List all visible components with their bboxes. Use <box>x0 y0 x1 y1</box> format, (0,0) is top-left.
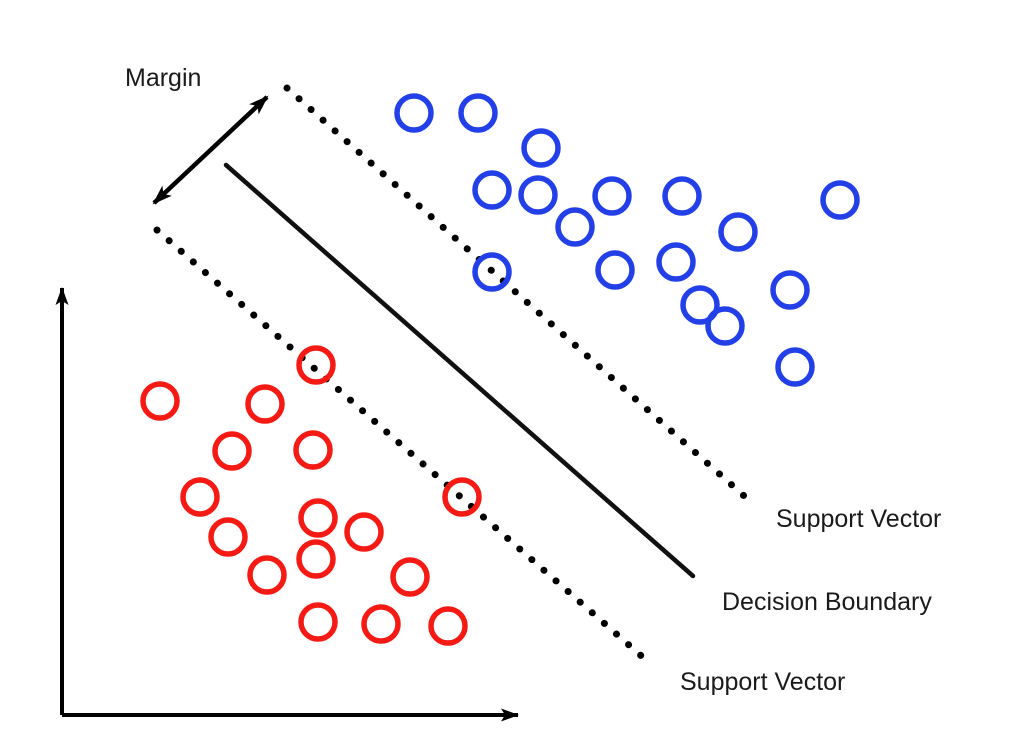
support-vector-point-class-blue <box>472 252 512 292</box>
data-point-class-red <box>293 430 333 470</box>
data-point-class-blue <box>775 347 815 387</box>
data-point-class-red <box>296 539 336 579</box>
data-point-class-blue <box>592 176 632 216</box>
data-point-class-blue <box>458 93 498 133</box>
data-point-class-blue <box>770 270 810 310</box>
data-point-class-blue <box>718 212 758 252</box>
support-vector-line-upper <box>283 84 756 507</box>
series-class-blue <box>394 93 860 387</box>
data-point-class-blue <box>820 180 860 220</box>
data-point-class-red <box>180 477 220 517</box>
support-vector-lines-group <box>153 84 756 664</box>
data-point-class-red <box>298 498 338 538</box>
data-point-class-blue <box>518 175 558 215</box>
support-vector-label-top: Support Vector <box>776 505 941 533</box>
margin-label: Margin <box>125 64 201 92</box>
support-vector-line-lower <box>153 226 650 664</box>
data-point-class-blue <box>705 306 745 346</box>
series-class-red <box>140 345 482 646</box>
data-points-layer <box>140 93 860 646</box>
support-vector-point-class-red <box>442 477 482 517</box>
data-point-class-red <box>298 602 338 642</box>
data-point-class-blue <box>394 93 434 133</box>
data-point-class-red <box>428 606 468 646</box>
axes-group <box>55 287 519 722</box>
data-point-class-red <box>361 604 401 644</box>
data-point-class-blue <box>662 176 702 216</box>
data-point-class-red <box>245 384 285 424</box>
support-vector-label-bottom: Support Vector <box>680 668 845 696</box>
data-point-class-blue <box>656 242 696 282</box>
decision-boundary-label: Decision Boundary <box>722 588 932 616</box>
decision-boundary-line <box>223 162 696 579</box>
data-point-class-red <box>212 431 252 471</box>
margin-double-arrow <box>152 95 269 205</box>
data-point-class-blue <box>680 285 720 325</box>
data-point-class-blue <box>555 207 595 247</box>
data-point-class-red <box>390 557 430 597</box>
support-vector-point-class-red <box>296 345 336 385</box>
data-point-class-red <box>208 517 248 557</box>
data-point-class-blue <box>595 250 635 290</box>
data-point-class-red <box>140 381 180 421</box>
data-point-class-blue <box>521 128 561 168</box>
data-point-class-red <box>247 555 287 595</box>
data-point-class-red <box>344 512 384 552</box>
data-point-class-blue <box>472 170 512 210</box>
